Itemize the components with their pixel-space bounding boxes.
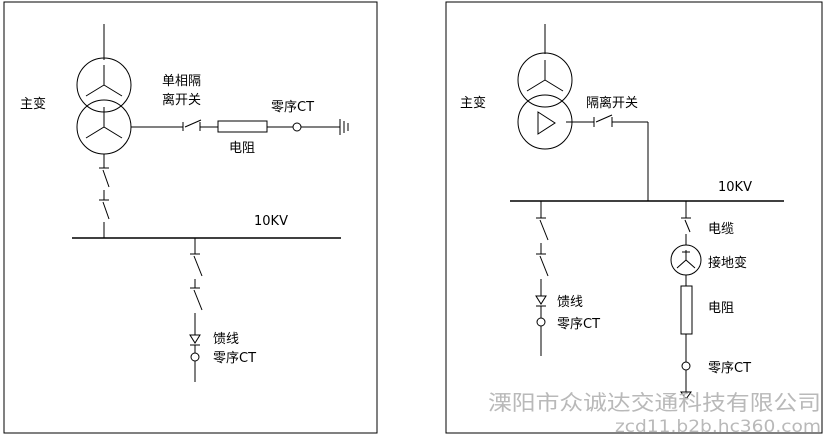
left-ct-symbol	[292, 122, 302, 132]
left-feeder-arrow-icon	[189, 334, 201, 344]
watermark-site: zcd11.b2b.hc360.com	[615, 417, 821, 437]
left-transformer-feed	[99, 154, 110, 238]
right-main-transformer-label: 主变	[460, 95, 486, 111]
watermark-company: 溧阳市众诚达交通科技有限公司	[488, 391, 821, 415]
right-feeder-arrow-icon	[535, 295, 547, 305]
right-feeder-switch-1	[539, 219, 549, 241]
delta-winding-icon	[537, 111, 556, 135]
right-feeder-label: 馈线	[557, 295, 583, 310]
left-resistor-label: 电阻	[229, 141, 255, 156]
right-panel: 主变 隔离开关 10KV 电缆 接地变 电阻 零序CT 馈线 零序CT	[445, 1, 823, 434]
left-panel: 主变 单相隔 离开关 电阻 零序CT 10KV 馈线 零序CT	[3, 1, 378, 434]
left-feeder-branch	[189, 238, 203, 382]
right-ground-arrow-icon	[680, 391, 692, 400]
right-transformer-symbol	[517, 52, 573, 150]
left-feeder-ct-symbol	[190, 352, 200, 362]
right-neutral-branch	[566, 114, 649, 201]
right-cable-label: 电缆	[708, 221, 734, 237]
left-busbar-label: 10KV	[254, 214, 288, 229]
right-feeder-ct-symbol	[536, 317, 546, 327]
right-panel-frame	[445, 1, 823, 434]
right-feeder-branch	[535, 201, 549, 356]
right-resistor-symbol	[680, 285, 693, 335]
left-feeder-switch-1	[193, 255, 203, 277]
right-ct-symbol	[681, 361, 691, 371]
right-grounding-branch	[670, 201, 702, 400]
left-neutral-isolator-switch	[184, 119, 202, 128]
right-feeder-switch-2	[539, 255, 549, 277]
ground-icon	[339, 119, 349, 135]
left-main-isolator-switch	[102, 169, 110, 188]
left-isolator-label-line1: 单相隔	[162, 74, 201, 89]
left-panel-frame	[3, 1, 378, 434]
left-feeder-ct-label: 零序CT	[213, 351, 256, 366]
left-neutral-branch	[131, 119, 349, 135]
left-feeder-label: 馈线	[213, 332, 239, 347]
right-grounding-transformer-label: 接地变	[708, 255, 747, 271]
right-busbar-label: 10KV	[718, 180, 752, 195]
right-neutral-isolator-switch	[595, 114, 613, 123]
left-transformer-symbol	[76, 57, 132, 155]
zigzag-winding-icon	[676, 250, 696, 269]
right-ct-label: 零序CT	[708, 361, 751, 376]
left-feeder-switch-2	[193, 289, 203, 311]
left-resistor-symbol	[217, 120, 268, 133]
left-ct-label: 零序CT	[271, 100, 314, 115]
left-isolator-label-line2: 离开关	[162, 92, 201, 108]
right-resistor-label: 电阻	[708, 301, 734, 316]
right-feeder-ct-label: 零序CT	[557, 317, 600, 332]
right-cable-switch	[684, 219, 691, 233]
left-main-transformer-label: 主变	[20, 96, 46, 112]
right-isolator-label: 隔离开关	[586, 95, 638, 111]
